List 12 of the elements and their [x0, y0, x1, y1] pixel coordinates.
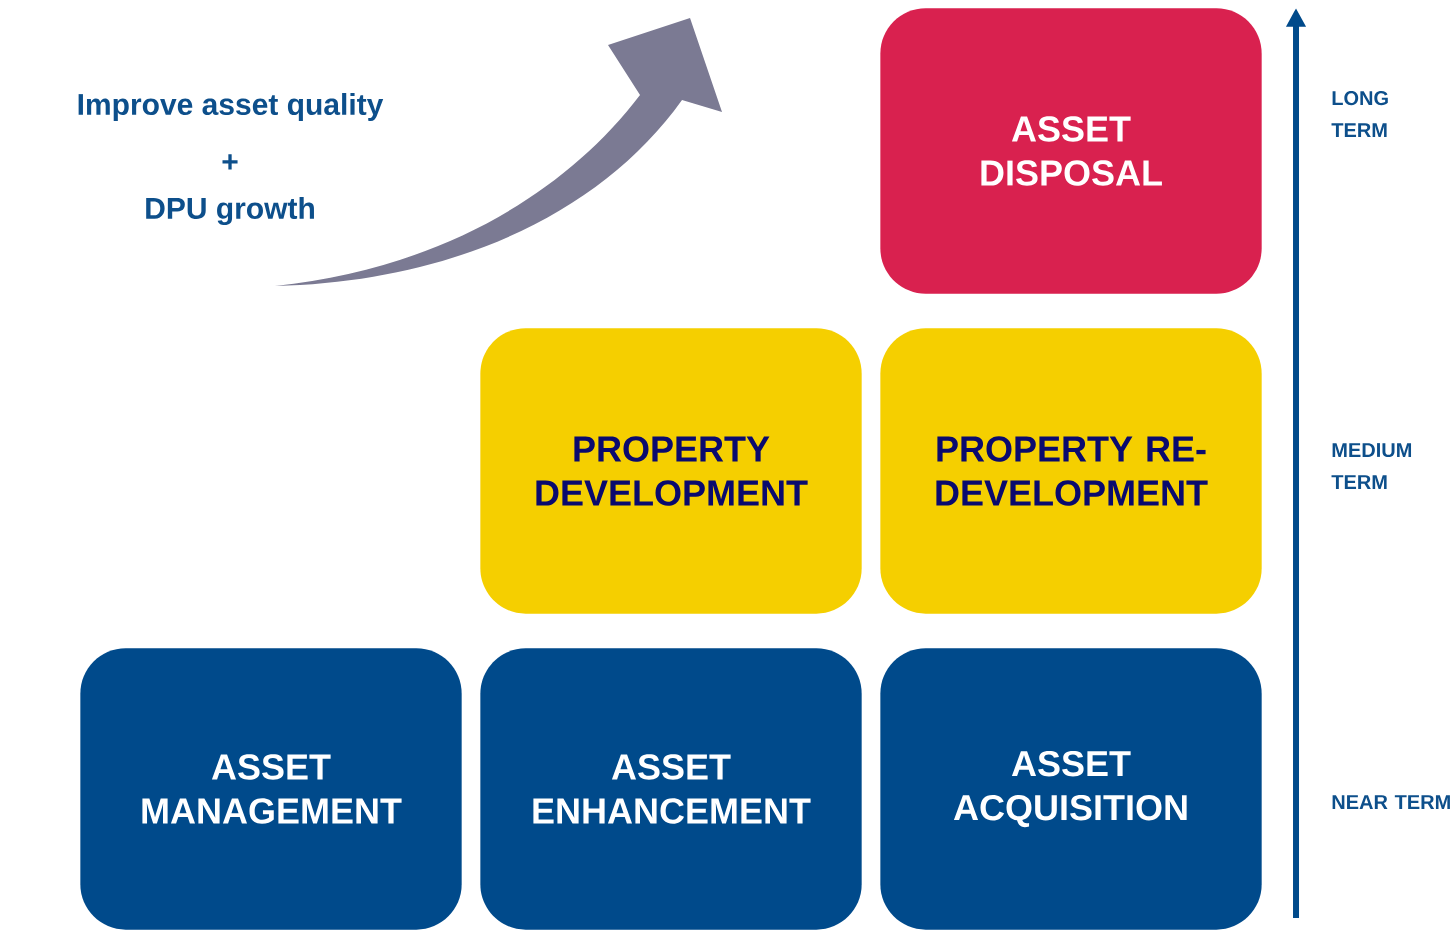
strategy-box: PROPERTY DEVELOPMENT: [480, 328, 862, 614]
strategy-box: ASSET ACQUISITION: [880, 648, 1262, 930]
heading-text: Improve asset quality: [78, 93, 384, 121]
strategy-box: ASSET DISPOSAL: [880, 8, 1262, 294]
heading-text: DPU growth: [146, 196, 314, 226]
strategy-box: ASSET MANAGEMENT: [80, 648, 462, 930]
strategy-box: ASSET ENHANCEMENT: [480, 648, 862, 930]
term-label: LONG TERM: [1331, 91, 1388, 137]
term-label: NEAR TERM: [1332, 795, 1450, 809]
term-label: MEDIUM TERM: [1331, 443, 1412, 489]
strategy-box: PROPERTY RE-DEVELOPMENT: [880, 328, 1262, 614]
heading-text: +: [222, 154, 238, 170]
